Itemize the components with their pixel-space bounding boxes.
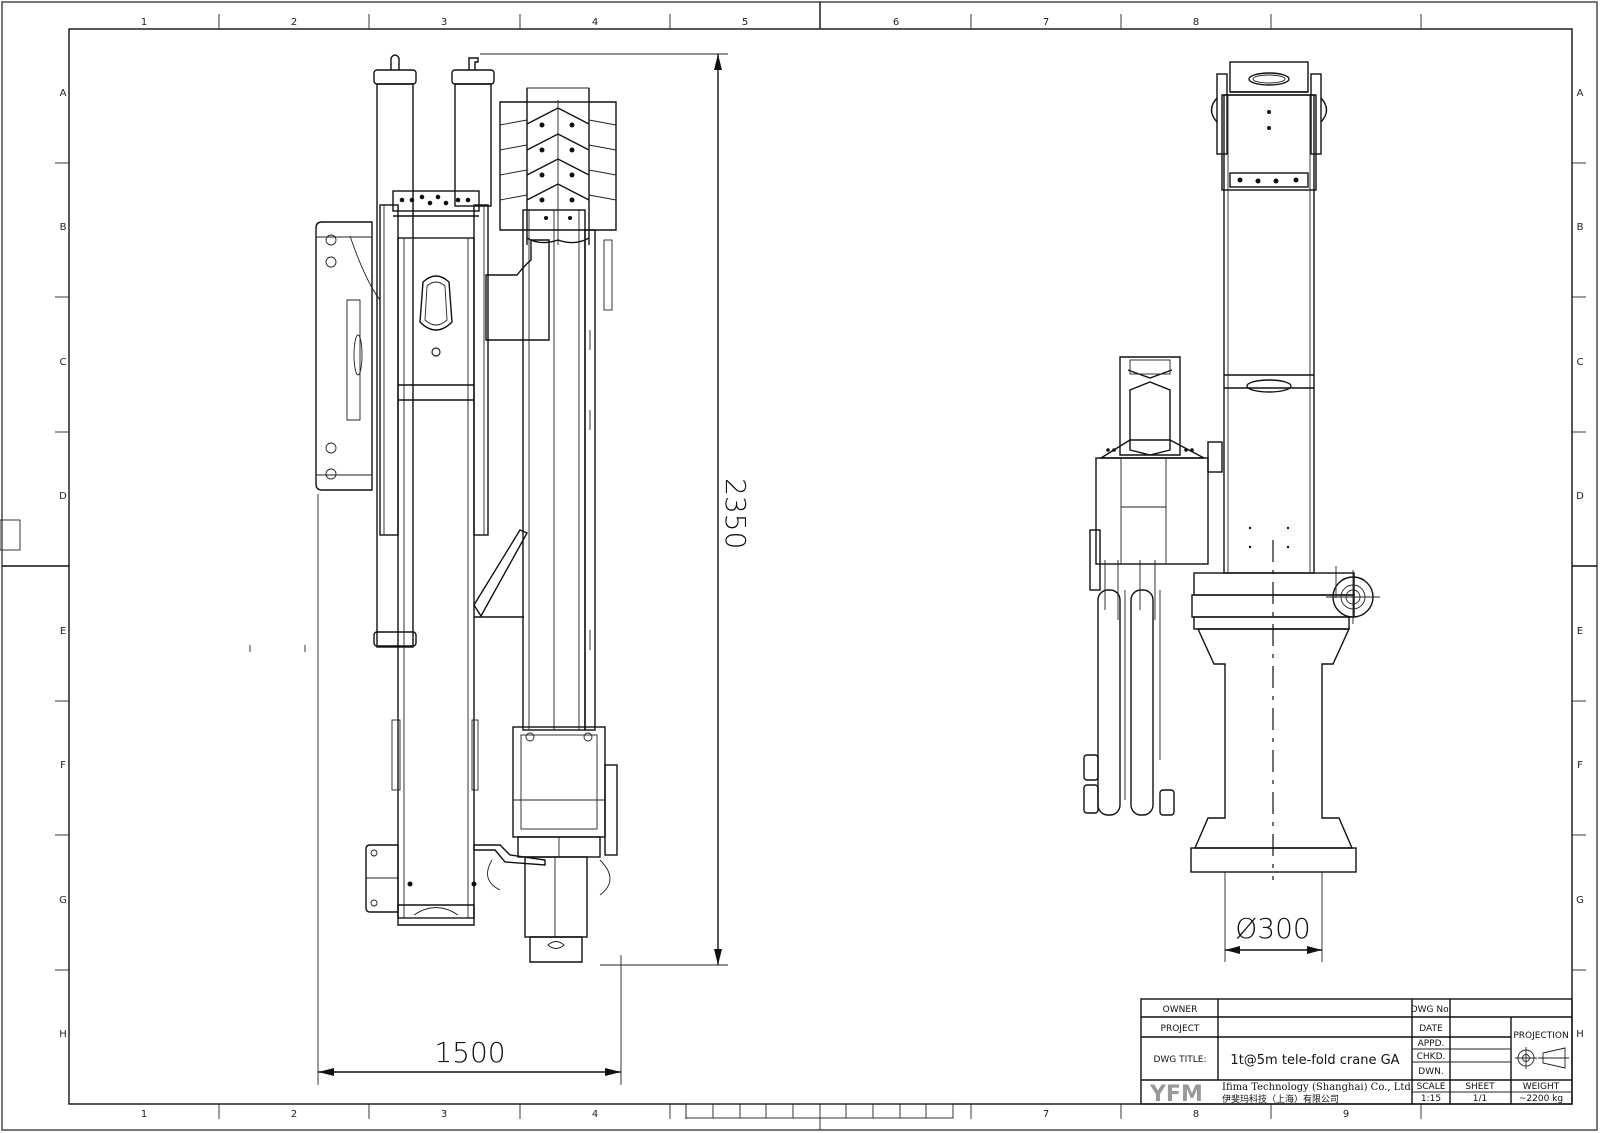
dwn-label: DWN. xyxy=(1418,1067,1443,1077)
telescopic-boom xyxy=(473,87,618,963)
owner-label: OWNER xyxy=(1163,1005,1198,1015)
dwg-title-label: DWG TITLE: xyxy=(1153,1055,1206,1065)
grid-row-g-left: G xyxy=(59,895,67,906)
main-column xyxy=(1210,61,1328,574)
grid-row-a-left: A xyxy=(60,88,67,99)
dimension-height: 2350 xyxy=(480,53,752,966)
grid-column-ticks-top: 1 2 3 4 5 6 7 8 xyxy=(141,14,1422,29)
scale-label: SCALE xyxy=(1417,1082,1446,1092)
grid-col-3: 3 xyxy=(441,17,447,28)
slewing-base xyxy=(1191,566,1380,630)
boom-tip-box xyxy=(512,726,618,858)
company-name-en: Ifima Technology (Shanghai) Co., Ltd. xyxy=(1222,1082,1414,1093)
grid-row-b-right: B xyxy=(1577,222,1584,233)
grid-col-2: 2 xyxy=(291,17,297,28)
grid-row-d-left: D xyxy=(59,491,67,502)
grid-row-h-right: H xyxy=(1576,1029,1584,1040)
grid-col-4: 4 xyxy=(592,17,598,28)
dimension-diameter-label: Ø300 xyxy=(1235,912,1310,945)
folded-boom-front xyxy=(0,356,1223,816)
chkd-label: CHKD. xyxy=(1417,1052,1446,1062)
title-block: OWNER PROJECT DWG TITLE: 1t@5m tele-fold… xyxy=(1140,998,1573,1107)
side-view-folded-crane xyxy=(249,54,618,963)
project-label: PROJECT xyxy=(1161,1024,1200,1034)
grid-row-c-right: C xyxy=(1577,357,1584,368)
grid-column-ticks-bottom: 1 2 3 4 7 8 9 xyxy=(141,1103,1422,1130)
grid-col-6: 6 xyxy=(893,17,899,28)
grid-col-5: 5 xyxy=(742,17,748,28)
grid-col-1: 1 xyxy=(141,17,147,28)
first-angle-projection-icon xyxy=(1515,1047,1569,1069)
grid-col-bottom-8: 8 xyxy=(1193,1109,1199,1120)
weight-value: ~2200 kg xyxy=(1519,1094,1563,1104)
scale-value: 1:15 xyxy=(1421,1094,1441,1104)
grid-row-b-left: B xyxy=(60,222,67,233)
grid-col-bottom-3: 3 xyxy=(441,1109,447,1120)
grid-row-f-left: F xyxy=(60,760,66,771)
grid-col-bottom-9: 9 xyxy=(1343,1109,1349,1120)
company-logo: YFM xyxy=(1149,1082,1203,1107)
company-name-cn: 伊斐玛科技（上海）有限公司 xyxy=(1222,1093,1339,1105)
grid-row-d-right: D xyxy=(1576,491,1584,502)
dimension-width: 1500 xyxy=(317,494,622,1085)
grid-col-bottom-7: 7 xyxy=(1043,1109,1049,1120)
grid-row-e-right: E xyxy=(1577,626,1583,637)
projection-label: PROJECTION xyxy=(1513,1031,1568,1041)
weight-label: WEIGHT xyxy=(1523,1082,1560,1092)
boom-head-jaws xyxy=(499,87,617,311)
grid-col-bottom-1: 1 xyxy=(141,1109,147,1120)
dimension-width-label: 1500 xyxy=(434,1036,505,1069)
sheet-value: 1/1 xyxy=(1473,1094,1487,1104)
hydraulic-cylinder-pair xyxy=(373,54,495,648)
grid-col-7: 7 xyxy=(1043,17,1049,28)
grid-row-f-right: F xyxy=(1577,760,1583,771)
grid-col-bottom-2: 2 xyxy=(291,1109,297,1120)
grid-col-bottom-4: 4 xyxy=(592,1109,598,1120)
grid-row-g-right: G xyxy=(1576,895,1584,906)
grid-row-c-left: C xyxy=(60,357,67,368)
date-label: DATE xyxy=(1419,1024,1443,1034)
pedestal: Ø300 xyxy=(1190,540,1357,962)
dwg-no-label: DWG No. xyxy=(1411,1005,1452,1015)
grid-col-8: 8 xyxy=(1193,17,1199,28)
grid-row-a-right: A xyxy=(1577,88,1584,99)
dwg-title-value: 1t@5m tele-fold crane GA xyxy=(1230,1053,1399,1068)
grid-row-h-left: H xyxy=(59,1029,67,1040)
dimension-height-label: 2350 xyxy=(719,478,752,549)
front-view-crane-on-pedestal: Ø300 xyxy=(0,61,1380,962)
grid-row-ticks: A B C D E F G H A B C D E F G H xyxy=(55,88,1586,1040)
main-boom xyxy=(365,190,489,926)
grid-row-e-left: E xyxy=(60,626,66,637)
appd-label: APPD. xyxy=(1418,1039,1445,1049)
sheet-label: SHEET xyxy=(1465,1082,1495,1092)
